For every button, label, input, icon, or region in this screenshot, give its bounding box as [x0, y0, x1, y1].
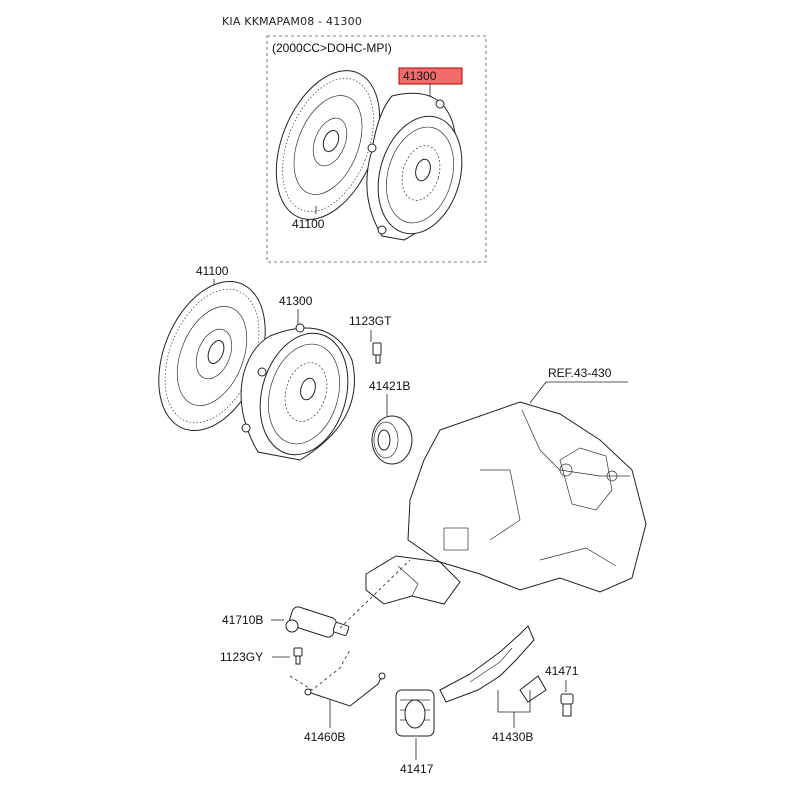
bolt-1123gy[interactable]	[293, 647, 303, 665]
clutch-cover[interactable]	[240, 323, 361, 465]
highlight-text: 41300	[403, 69, 437, 83]
pipe-label: 41460B	[304, 730, 345, 744]
transmission-housing	[407, 401, 647, 593]
bolt2-label: 1123GY	[220, 650, 263, 664]
highlight-box	[398, 67, 463, 85]
stud-label: 41471	[545, 664, 579, 678]
cylinder-label: 41710B	[222, 613, 263, 627]
pivot-stud[interactable]	[560, 693, 574, 717]
assembly-guide	[289, 649, 351, 691]
housing-bracket	[365, 555, 461, 605]
release-bearing[interactable]	[371, 415, 413, 465]
diagram-title: KIA KKMAPAM08 - 41300	[222, 15, 363, 28]
inset-clutch-cover[interactable]	[365, 92, 475, 243]
leader-line	[529, 381, 547, 404]
disc-label: 41100	[196, 264, 229, 278]
boot-label: 41417	[400, 762, 434, 776]
fork-label: 41430B	[492, 730, 533, 744]
release-cylinder[interactable]	[285, 605, 350, 638]
release-fork[interactable]	[439, 625, 547, 703]
inset-highlight-label[interactable]: 41300	[398, 67, 463, 85]
inset-disc-label: 41100	[292, 217, 325, 231]
dust-boot[interactable]	[395, 689, 435, 737]
assembly-guide	[339, 559, 411, 629]
inset-clutch-disc[interactable]	[256, 55, 400, 234]
bearing-label: 41421B	[369, 379, 410, 393]
clutch-pipe[interactable]	[304, 672, 386, 707]
inset-frame	[266, 35, 487, 263]
cover-label: 41300	[279, 294, 313, 308]
bolt-1123gt[interactable]	[372, 342, 382, 364]
ref-label: REF.43-430	[548, 366, 612, 380]
inset-caption: (2000CC>DOHC-MPI)	[272, 41, 392, 55]
bolt-label: 1123GT	[349, 314, 392, 328]
